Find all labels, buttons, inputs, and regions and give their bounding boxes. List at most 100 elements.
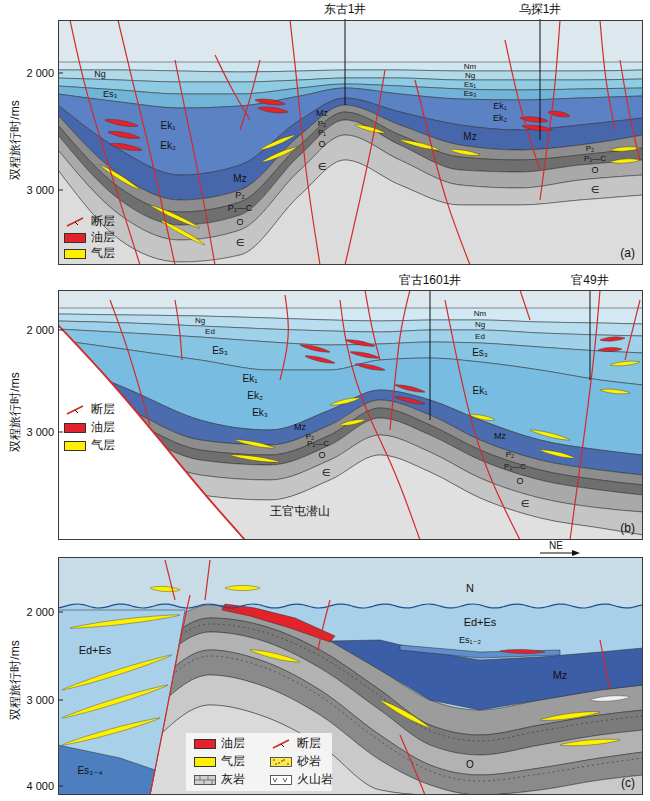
gas-layer [150, 586, 180, 591]
strata-label: O [318, 140, 325, 150]
limestone-lines [195, 776, 215, 784]
fault-line [240, 60, 260, 130]
gas-layer [560, 739, 620, 745]
legend-text: 油层 [91, 231, 115, 244]
panel-frame: (a) [58, 20, 643, 265]
strata-label: Nm [464, 62, 476, 71]
strata-label: Ed+Es [464, 616, 497, 628]
strata-label: Ek₁ [242, 373, 257, 384]
fault-tick [281, 744, 284, 747]
oil-layer [110, 143, 142, 150]
gas-layer [610, 147, 640, 151]
legend-text: 气层 [221, 755, 245, 768]
fault-line [165, 560, 175, 600]
strata-label: P₁—C [504, 463, 526, 472]
fault-line [175, 60, 215, 265]
footwall-blank [58, 325, 245, 540]
gas-layer [262, 147, 297, 162]
sand-dot [275, 763, 277, 765]
legend-text: 气层 [91, 439, 115, 452]
rock-layer [58, 160, 643, 265]
well-name: 乌探1井 [519, 3, 562, 16]
fault-symbol [67, 406, 83, 414]
strata-label: Ng [465, 71, 475, 80]
gas-layer [160, 220, 205, 245]
legend-swatch [194, 775, 216, 785]
limestone-symbol [195, 776, 216, 785]
strata-label: Ek₂ [160, 140, 176, 151]
strata-label: P₁ [318, 129, 326, 138]
oil-layer [395, 397, 425, 404]
fault-tick [75, 410, 78, 413]
volcanic-symbol [271, 776, 292, 785]
strata-label: Ek₃ [252, 407, 268, 418]
oil-layer [258, 107, 288, 113]
strata-label: P₂ [506, 451, 514, 460]
fault-line [280, 295, 288, 380]
well-name: 官49井 [571, 274, 608, 287]
fault-line [570, 290, 600, 540]
legend-swatch [64, 249, 86, 259]
strata-label: Ek₂ [247, 390, 263, 401]
es-band [400, 645, 560, 658]
strata-label: ∈ [318, 161, 327, 172]
legend-swatch [270, 775, 292, 785]
strata-label: Mz [553, 669, 568, 681]
legend-ground [186, 733, 332, 791]
fault-line [340, 300, 420, 540]
gas-layer [470, 415, 495, 421]
oil-layer [600, 337, 625, 341]
axis-tick: 3 000 [26, 184, 54, 196]
axis-title: 双程旅行时/ms [9, 100, 22, 179]
legend-swatch [270, 757, 292, 767]
fault-line [600, 20, 615, 130]
axis-tick: 3 000 [26, 694, 54, 706]
gas-layer [600, 389, 630, 394]
strata-label: Ng [475, 321, 485, 330]
sand-symbol [271, 758, 292, 767]
strata-label: O [466, 759, 474, 770]
limestone-hatch [150, 624, 643, 741]
strata-label: ∈ [236, 237, 245, 248]
gas-layer [225, 586, 260, 591]
gas-layer [230, 455, 280, 462]
axis-title: 双程旅行时/ms [9, 372, 22, 451]
fault-line [625, 300, 640, 360]
axis-title: 双程旅行时/ms [9, 640, 22, 719]
hanging-wall [58, 610, 185, 795]
strata-label: Es₃ [212, 345, 228, 356]
gas-layer [260, 135, 295, 150]
gas-layer [540, 450, 575, 458]
strata-label: Ng [94, 70, 106, 80]
panel-ground [58, 20, 643, 265]
strata-label: O [516, 477, 523, 487]
panel-c-art [58, 557, 643, 795]
legend-swatch [64, 217, 86, 227]
fault-line [70, 20, 140, 265]
oil-layer [355, 364, 385, 371]
legend-text: 砂岩 [297, 755, 321, 768]
gas-layer [235, 440, 275, 448]
legend-text: 断层 [91, 403, 115, 416]
gas-layer [62, 685, 168, 718]
sand-dot [278, 762, 280, 764]
oil-layer [500, 649, 545, 653]
panel-b-art [58, 290, 643, 540]
fault-line [175, 300, 182, 360]
fault-line [520, 290, 530, 320]
axis-tick: 3 000 [26, 426, 54, 438]
oil-layer [108, 131, 140, 138]
direction-arrow [540, 553, 574, 554]
gas-layer [250, 650, 300, 662]
gas-layer [330, 398, 360, 405]
legend-swatch [64, 441, 86, 451]
legend-swatch [194, 739, 216, 749]
axis-tick: 2 000 [26, 324, 54, 336]
strata-label: Mz [316, 109, 328, 119]
fault-line [150, 595, 190, 795]
unconformity-line [58, 604, 643, 608]
direction-arrowhead [572, 550, 580, 556]
fault-line [118, 20, 175, 265]
strata-label: Nm [474, 310, 486, 319]
well-line [540, 19, 541, 140]
